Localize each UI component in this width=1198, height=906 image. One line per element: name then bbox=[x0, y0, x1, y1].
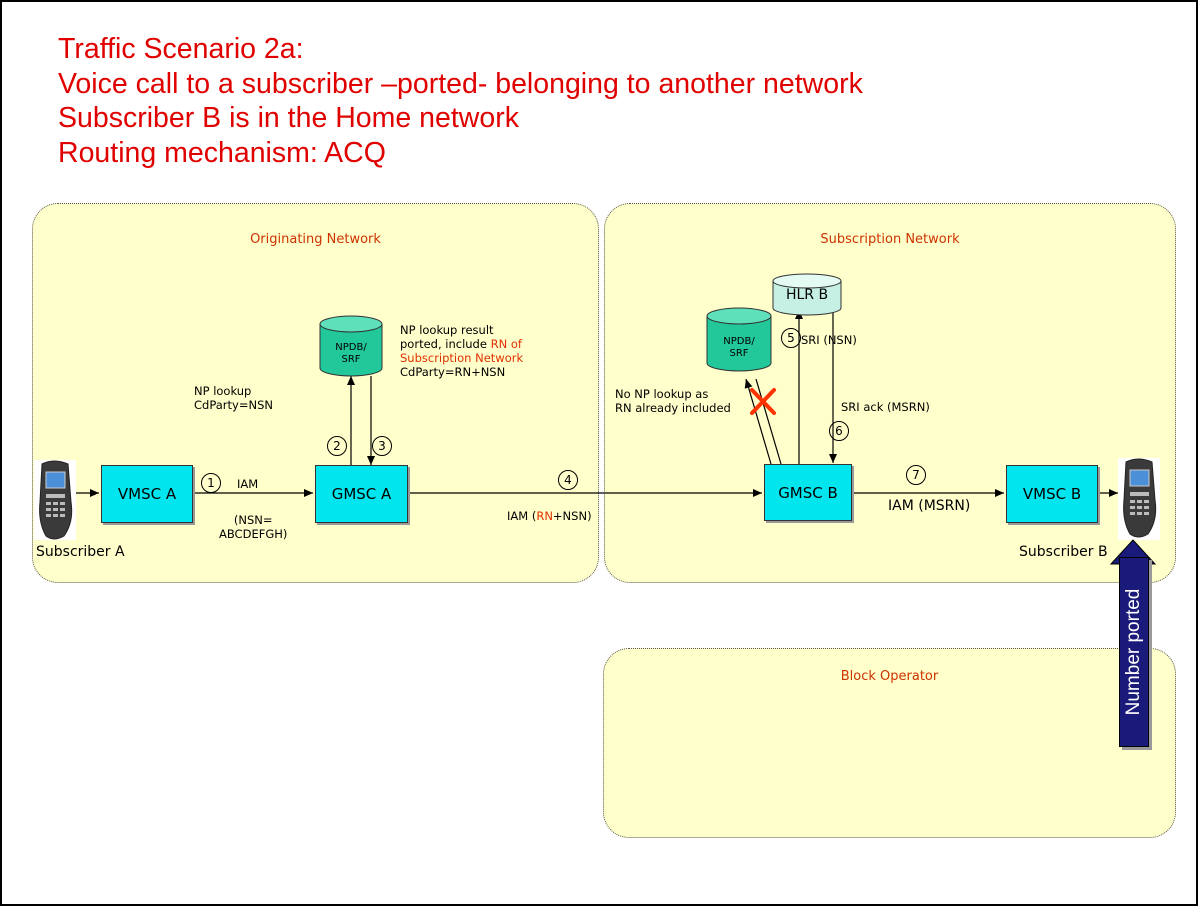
npdb-b-label: NPDB/ SRF bbox=[707, 336, 771, 360]
npdb-a-label-line-2: SRF bbox=[341, 354, 361, 365]
subscriber-a-label: Subscriber A bbox=[36, 544, 125, 560]
slide-title: Traffic Scenario 2a: Voice call to a sub… bbox=[58, 32, 863, 170]
npdb-b-database-icon bbox=[706, 307, 772, 372]
step-6-marker: 6 bbox=[829, 421, 849, 441]
hlr-b-database-icon bbox=[772, 273, 842, 316]
iam-step-7-label: IAM (MSRN) bbox=[888, 498, 971, 514]
np-lookup-line-2: CdParty=NSN bbox=[194, 398, 273, 412]
vmsc-b-node: VMSC B bbox=[1006, 465, 1098, 523]
step-3-marker: 3 bbox=[372, 436, 392, 456]
no-np-lookup-line-2: RN already included bbox=[615, 401, 731, 415]
step-4-marker: 4 bbox=[558, 470, 578, 490]
no-np-lookup-label: No NP lookup as RN already included bbox=[615, 387, 731, 415]
iam-step-1-label: IAM bbox=[237, 477, 259, 491]
originating-network-label: Originating Network bbox=[250, 232, 381, 247]
subscription-network-label: Subscription Network bbox=[820, 232, 960, 247]
number-ported-arrow: Number ported bbox=[1119, 557, 1149, 747]
np-result-line-1: NP lookup result bbox=[400, 323, 494, 337]
step-5-marker: 5 bbox=[781, 328, 801, 348]
nsn-value-line-1: (NSN= bbox=[233, 513, 273, 527]
npdb-a-label: NPDB/ SRF bbox=[320, 342, 382, 366]
step-7-marker: 7 bbox=[906, 465, 926, 485]
npdb-b-label-line-1: NPDB/ bbox=[723, 336, 755, 347]
subscriber-b-phone-icon bbox=[1118, 458, 1160, 540]
arrow-gmsc-b-to-npdb-b-2 bbox=[755, 378, 782, 465]
np-lookup-result-label: NP lookup result ported, include RN of S… bbox=[400, 323, 523, 379]
no-lookup-cross-icon bbox=[750, 388, 776, 415]
block-operator-label: Block Operator bbox=[840, 669, 939, 684]
iam-4-prefix: IAM ( bbox=[507, 509, 537, 523]
np-lookup-label: NP lookup CdParty=NSN bbox=[194, 384, 273, 412]
title-line-1: Traffic Scenario 2a: bbox=[58, 33, 304, 65]
iam-4-suffix: +NSN) bbox=[552, 509, 592, 523]
np-result-cdparty-text: CdParty=RN+NSN bbox=[400, 365, 506, 379]
np-result-line-2: ported, include bbox=[400, 337, 491, 351]
title-line-4: Routing mechanism: ACQ bbox=[58, 136, 386, 169]
step-2-marker: 2 bbox=[327, 436, 347, 456]
sri-ack-label: SRI ack (MSRN) bbox=[841, 400, 930, 414]
arrow-gmsc-b-to-npdb-b-1 bbox=[744, 378, 772, 465]
block-operator-zone: Block Operator bbox=[603, 648, 1176, 838]
number-ported-label: Number ported bbox=[1123, 588, 1144, 716]
iam-4-rn: RN bbox=[536, 509, 553, 523]
nsn-value-line-2: ABCDEFGH) bbox=[219, 527, 288, 541]
no-np-lookup-line-1: No NP lookup as bbox=[615, 387, 709, 401]
gmsc-a-node: GMSC A bbox=[315, 465, 408, 523]
subscriber-a-phone-icon bbox=[34, 460, 76, 540]
vmsc-a-node: VMSC A bbox=[101, 465, 193, 523]
title-line-3: Subscriber B is in the Home network bbox=[58, 102, 519, 134]
hlr-b-label: HLR B bbox=[785, 287, 829, 303]
npdb-a-label-line-1: NPDB/ bbox=[335, 342, 367, 353]
np-lookup-line-1: NP lookup bbox=[194, 384, 252, 398]
step-1-marker: 1 bbox=[201, 473, 221, 493]
subscriber-b-label: Subscriber B bbox=[1019, 544, 1108, 560]
title-line-2: Voice call to a subscriber –ported- belo… bbox=[58, 67, 863, 100]
iam-step-4-label: IAM (RN+NSN) bbox=[507, 509, 592, 523]
npdb-b-label-line-2: SRF bbox=[729, 348, 749, 359]
npdb-a-database-icon bbox=[319, 315, 383, 377]
nsn-value-label: (NSN= ABCDEFGH) bbox=[219, 513, 287, 541]
sri-label: SRI (NSN) bbox=[801, 333, 857, 347]
np-result-subscription-network-text: Subscription Network bbox=[400, 351, 524, 365]
np-result-rn-text: RN of bbox=[490, 337, 522, 351]
gmsc-b-node: GMSC B bbox=[764, 464, 852, 521]
